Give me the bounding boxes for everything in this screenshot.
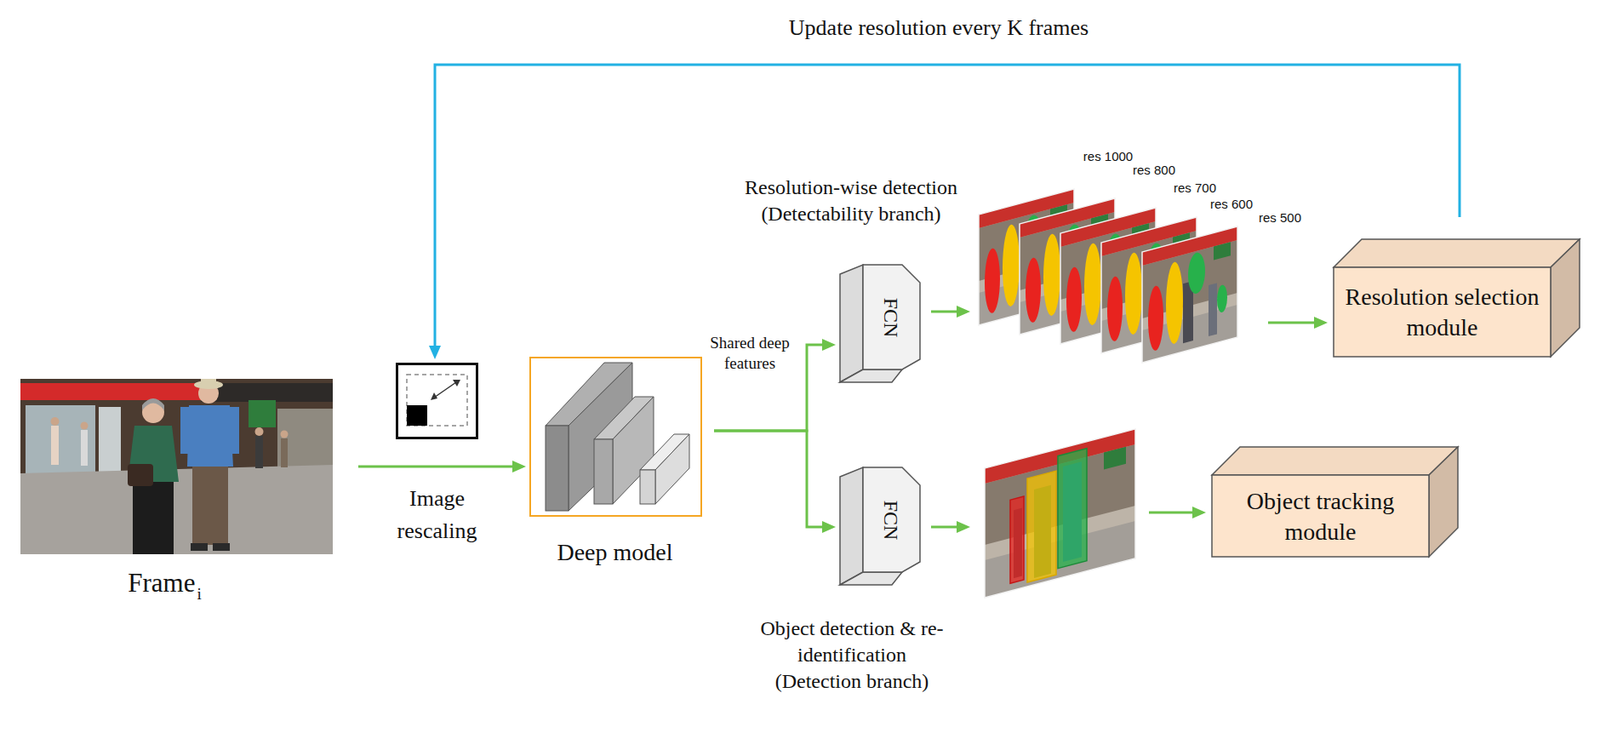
connector <box>714 338 836 431</box>
detection-frame <box>984 428 1136 598</box>
connector <box>714 430 836 533</box>
resolution-tag: res 1000 <box>1083 148 1133 165</box>
arrowhead <box>1192 506 1206 519</box>
text-area: Resolution selection module <box>1332 267 1552 358</box>
network-layers <box>545 362 690 511</box>
node-label: Object tracking module <box>1221 485 1420 548</box>
video-frame: Framei <box>20 378 333 555</box>
fcn-block: FCN <box>839 263 921 383</box>
node-label: FCN <box>879 297 903 338</box>
deep-model-box: Deep model <box>529 356 703 517</box>
connector <box>428 64 1460 360</box>
node-label: Image rescaling <box>377 482 498 548</box>
connector-line <box>714 430 829 527</box>
resolution-tag: res 700 <box>1173 180 1217 196</box>
fcn-block: FCN <box>839 466 921 586</box>
module-box: Object tracking module <box>1211 445 1459 558</box>
arrowhead <box>956 520 971 533</box>
resolution-tag: res 800 <box>1132 162 1176 178</box>
node-label: Deep model <box>513 538 718 566</box>
feature-note: Shared deep features <box>702 332 797 374</box>
node-label: FCN <box>879 500 903 541</box>
input-photo <box>20 378 333 555</box>
arrowhead <box>822 520 836 533</box>
connector <box>358 460 526 473</box>
arrowhead <box>512 460 526 473</box>
connector-line <box>358 465 520 469</box>
connector <box>931 506 1206 533</box>
rescaling-icon: Image rescaling <box>395 362 479 440</box>
arrowhead <box>956 305 971 318</box>
text-area: FCN <box>862 468 920 572</box>
branch-caption: Resolution-wise detection (Detectability… <box>723 174 979 228</box>
connector-line <box>931 512 1200 527</box>
resolution-tag: res 600 <box>1210 196 1253 212</box>
arrowhead <box>428 345 441 360</box>
node-label: Resolution selection module <box>1342 281 1542 343</box>
arrowhead <box>822 338 836 351</box>
subscript: i <box>196 584 201 603</box>
connector <box>931 305 1328 329</box>
edge-label: Update resolution every K frames <box>786 13 1092 42</box>
branch-caption: Object detection & re-identification (De… <box>754 615 950 695</box>
node-label: Frame <box>127 567 195 598</box>
module-box: Resolution selection module <box>1332 238 1581 358</box>
resolution-tag: res 500 <box>1258 210 1302 226</box>
connector-line <box>434 64 1460 353</box>
text-area: FCN <box>862 265 920 370</box>
arrowhead <box>1314 316 1328 329</box>
connector-line <box>931 311 1321 323</box>
rescale-symbol <box>406 374 468 426</box>
text-area: Object tracking module <box>1211 474 1430 558</box>
resolution-frames <box>978 188 1238 363</box>
frame-caption: Framei <box>8 567 321 603</box>
